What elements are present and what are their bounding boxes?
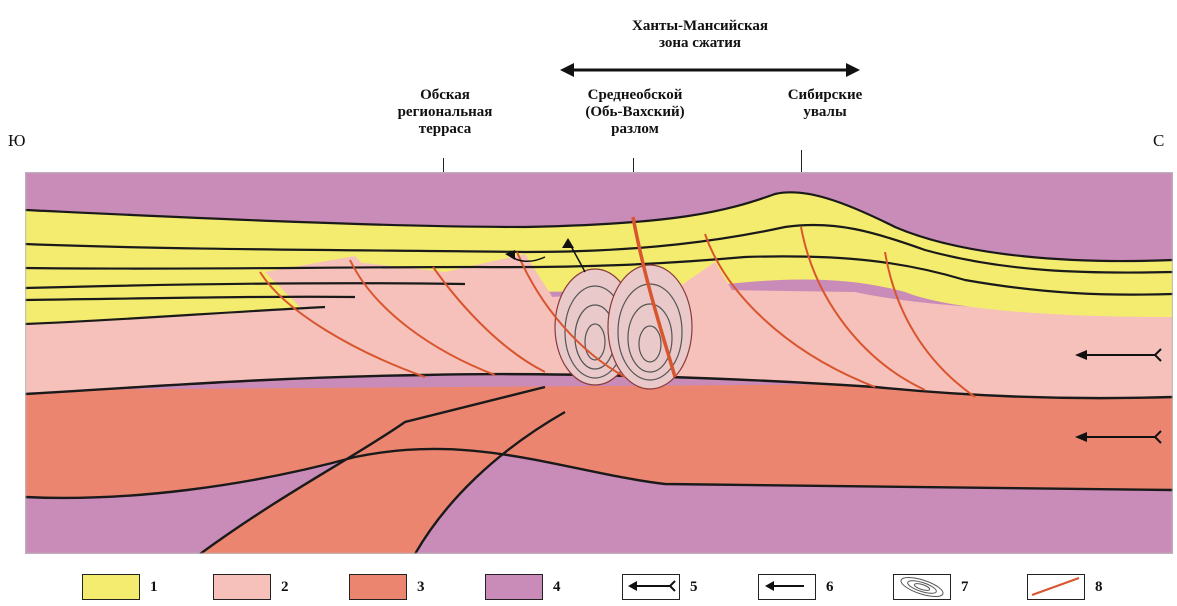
legend: 1 2 3 4 5 6 [0, 572, 1177, 606]
north-direction-label: С [1153, 131, 1164, 151]
fault-tick [633, 158, 634, 172]
ob-terrace-label: Обская региональная терраса [375, 87, 515, 138]
siberian-uvaly-label: Сибирские увалы [765, 87, 885, 121]
legend-number: 7 [961, 579, 969, 596]
tailed-arrow-left-icon [622, 574, 680, 600]
legend-number: 6 [826, 579, 834, 596]
light-pink-layer-swatch [213, 574, 271, 600]
legend-number: 1 [150, 579, 158, 596]
fault-label: Среднеобской (Обь-Вахский) разлом [560, 87, 710, 138]
compression-zone-arrow [560, 60, 860, 80]
compression-zone-label: Ханты-Мансийская зона сжатия [600, 18, 800, 52]
legend-number: 8 [1095, 579, 1103, 596]
red-layer-swatch [349, 574, 407, 600]
legend-number: 5 [690, 579, 698, 596]
purple-layer-swatch [485, 574, 543, 600]
fold-icon [893, 574, 951, 600]
siberian-uvaly-tick [801, 150, 802, 172]
yellow-layer-swatch [82, 574, 140, 600]
legend-number: 3 [417, 579, 425, 596]
arrow-left-icon [758, 574, 816, 600]
legend-number: 2 [281, 579, 289, 596]
geological-cross-section [25, 172, 1173, 554]
ob-terrace-tick [443, 158, 444, 172]
legend-number: 4 [553, 579, 561, 596]
south-direction-label: Ю [8, 131, 25, 151]
fault-line-icon [1027, 574, 1085, 600]
